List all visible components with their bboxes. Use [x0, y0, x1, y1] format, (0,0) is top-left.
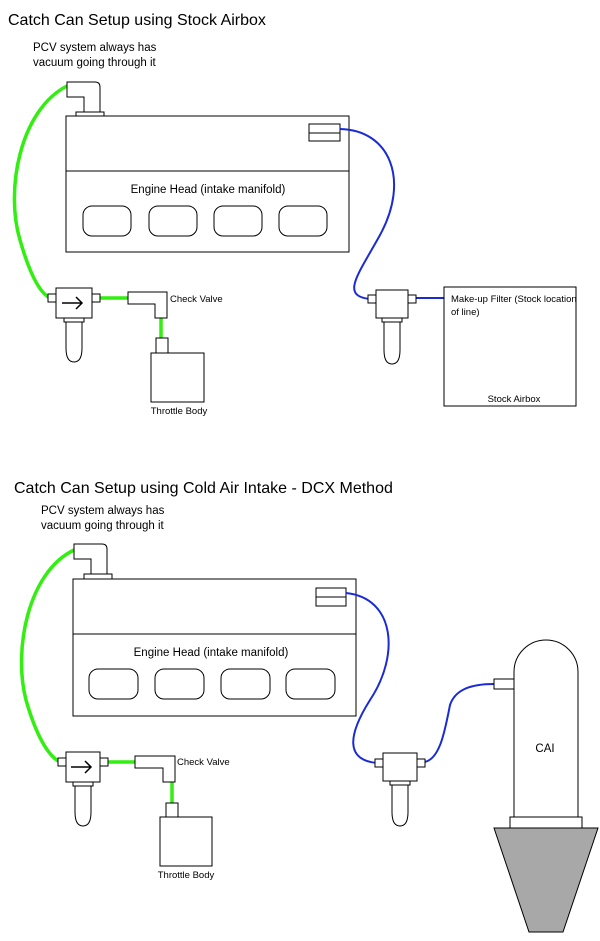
check-valve-label: Check Valve — [177, 757, 230, 768]
intake-port — [88, 668, 139, 700]
intake-port — [278, 205, 328, 237]
pcv-hose-to-can — [12, 84, 69, 300]
stock-airbox — [443, 286, 577, 407]
vent-hose-to-can — [345, 592, 390, 764]
intake-port — [82, 205, 132, 237]
diagram-title: Catch Can Setup using Cold Air Intake - … — [14, 480, 393, 497]
cai-vent-fitting — [493, 678, 515, 690]
vent-fitting — [308, 123, 341, 134]
intake-port — [220, 668, 271, 700]
pcv-hose-to-can — [19, 548, 76, 764]
cai-label: CAI — [535, 743, 554, 755]
cone-filter-icon — [493, 827, 599, 933]
check-valve-label: Check Valve — [170, 294, 223, 305]
diagram-cold-air-intake: Catch Can Setup using Cold Air Intake - … — [14, 480, 599, 933]
throttle-body — [150, 352, 205, 403]
engine-label: Engine Head (intake manifold) — [134, 647, 289, 659]
vent-hose-to-cai — [423, 683, 495, 763]
catch-can-pcv — [47, 287, 101, 363]
arrow-icon — [62, 296, 84, 310]
intake-port — [154, 668, 205, 700]
stock-airbox-label: Stock Airbox — [488, 394, 541, 405]
check-valve — [127, 291, 168, 319]
pcv-note-line1: PCV system always has — [33, 42, 157, 54]
catch-can-vent — [374, 752, 426, 827]
cold-air-intake — [493, 639, 599, 933]
pcv-elbow-fitting — [73, 543, 113, 580]
diagram-stock-airbox: Catch Can Setup using Stock Airbox PCV s… — [8, 12, 577, 417]
pcv-note-line2: vacuum going through it — [41, 520, 165, 532]
intake-port — [285, 668, 336, 700]
throttle-body-label: Throttle Body — [151, 406, 208, 417]
catch-can-pcv — [57, 751, 109, 827]
engine-label: Engine Head (intake manifold) — [131, 184, 286, 196]
vent-fitting — [315, 587, 347, 598]
pcv-note-line1: PCV system always has — [41, 505, 165, 517]
diagram-title: Catch Can Setup using Stock Airbox — [8, 12, 266, 29]
intake-port — [213, 205, 263, 237]
catch-can-vent — [367, 289, 417, 365]
intake-port — [148, 205, 198, 237]
makeup-filter-label-line2: of line) — [451, 307, 480, 318]
arrow-icon — [71, 760, 93, 774]
pcv-note-line2: vacuum going through it — [33, 57, 157, 69]
makeup-filter-label-line1: Make-up Filter (Stock location — [451, 294, 577, 305]
check-valve — [134, 755, 176, 783]
throttle-body — [159, 816, 213, 867]
pcv-elbow-fitting — [66, 81, 105, 117]
vent-hose-to-can — [339, 128, 396, 300]
throttle-body-label: Throttle Body — [158, 870, 215, 881]
